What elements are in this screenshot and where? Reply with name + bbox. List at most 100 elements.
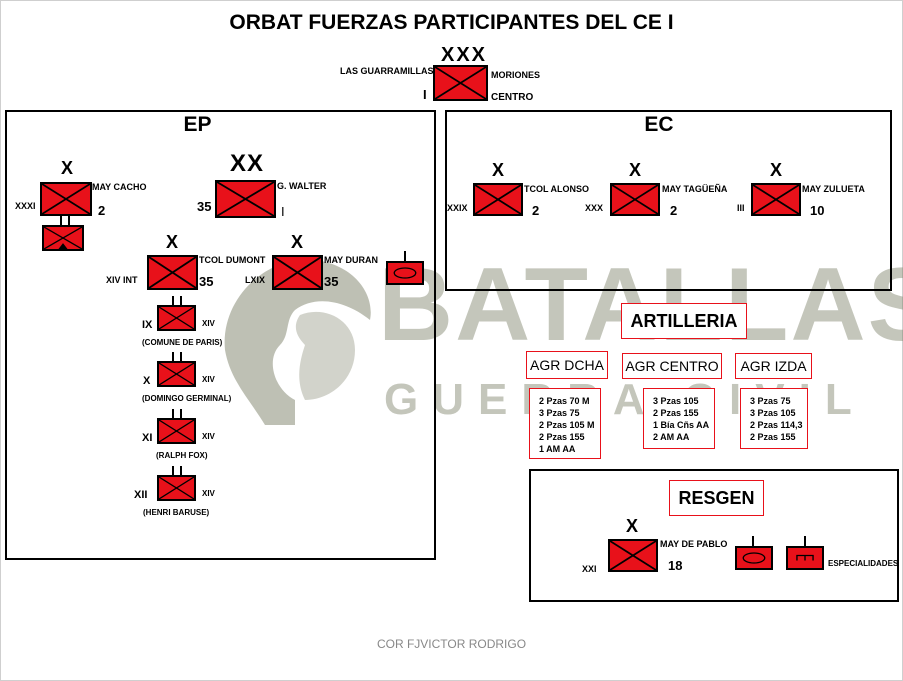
resgen-unit-symbol bbox=[608, 539, 658, 572]
bn-ix-unit-symbol bbox=[157, 305, 196, 331]
ec-unit-1-designation: XXIX bbox=[447, 203, 468, 213]
armor-unit-symbol bbox=[386, 261, 424, 285]
bn-x-tick-2 bbox=[180, 352, 182, 362]
agr-dcha-heading-box: AGR DCHA bbox=[526, 351, 608, 379]
walter-echelon: XX bbox=[229, 150, 264, 177]
duran-commander: MAY DURAN bbox=[324, 255, 379, 265]
dumont-unit-symbol bbox=[147, 255, 198, 290]
bn-xi-unit-symbol bbox=[157, 418, 196, 444]
bn-xii-tick-2 bbox=[180, 466, 182, 476]
dumont-commander: TCOL DUMONT bbox=[199, 255, 266, 265]
cacho-designation: XXXI bbox=[15, 201, 36, 211]
dumont-number: 35 bbox=[199, 274, 214, 289]
duran-echelon: X bbox=[290, 232, 303, 252]
resgen-unit-echelon: X bbox=[625, 516, 638, 536]
bn-xi-tick-1 bbox=[172, 409, 174, 419]
bn-ix-tick-2 bbox=[180, 296, 182, 306]
resgen-engineer-tick bbox=[804, 536, 806, 546]
agr-dcha-list: 2 Pzas 70 M 3 Pzas 75 2 Pzas 105 M 2 Pza… bbox=[530, 389, 600, 455]
resgen-box bbox=[529, 469, 899, 602]
agr-centro-list-box: 3 Pzas 105 2 Pzas 155 1 Bía Cñs AA 2 AM … bbox=[643, 388, 715, 449]
walter-commander: G. WALTER bbox=[277, 181, 327, 191]
ec-unit-3-designation: III bbox=[737, 203, 745, 213]
top-hq-left-label: LAS GUARRAMILLAS bbox=[340, 66, 434, 76]
cacho-echelon: X bbox=[60, 158, 73, 178]
ec-heading: EC bbox=[644, 113, 674, 136]
agr-izda-item: 3 Pzas 75 bbox=[750, 396, 791, 406]
walter-designation: I bbox=[281, 204, 285, 219]
duran-number: 35 bbox=[324, 274, 339, 289]
agr-izda-list-box: 3 Pzas 75 3 Pzas 105 2 Pzas 114,3 2 Pzas… bbox=[740, 388, 808, 449]
walter-unit-symbol bbox=[215, 180, 276, 218]
bn-x-name: (DOMINGO GERMINAL) bbox=[142, 394, 232, 403]
bn-xi-tick-2 bbox=[180, 409, 182, 419]
resgen-unit-designation: XXI bbox=[582, 564, 597, 574]
agr-dcha-item: 2 Pzas 155 bbox=[539, 432, 585, 442]
bn-ix-designation: IX bbox=[142, 319, 153, 331]
bn-xii-designation: XII bbox=[134, 489, 148, 501]
bn-x-parent: XIV bbox=[202, 375, 215, 384]
ec-unit-2-symbol bbox=[610, 183, 660, 216]
agr-dcha-item: 1 AM AA bbox=[539, 444, 576, 454]
agr-centro-heading: AGR CENTRO bbox=[625, 358, 719, 374]
agr-izda-heading-box: AGR IZDA bbox=[735, 353, 812, 379]
agr-dcha-list-box: 2 Pzas 70 M 3 Pzas 75 2 Pzas 105 M 2 Pza… bbox=[529, 388, 601, 459]
bn-ix-name: (COMUNE DE PARIS) bbox=[142, 338, 223, 347]
bn-xii-tick-1 bbox=[172, 466, 174, 476]
bn-ix-tick-1 bbox=[172, 296, 174, 306]
duran-unit-symbol bbox=[272, 255, 323, 290]
resgen-armor-symbol bbox=[735, 546, 773, 570]
top-hq-unit-symbol bbox=[433, 65, 488, 101]
agr-centro-item: 2 Pzas 155 bbox=[653, 408, 699, 418]
agr-centro-item: 2 AM AA bbox=[653, 432, 690, 442]
resgen-unit-commander: MAY DE PABLO bbox=[660, 539, 728, 549]
armor-tick bbox=[404, 251, 406, 261]
agr-centro-heading-box: AGR CENTRO bbox=[622, 353, 722, 379]
dumont-designation: XIV INT bbox=[106, 275, 138, 285]
resgen-heading-box: RESGEN bbox=[669, 480, 764, 516]
ec-box bbox=[445, 110, 892, 291]
bn-xi-parent: XIV bbox=[202, 432, 215, 441]
ec-unit-1-commander: TCOL ALONSO bbox=[524, 184, 589, 194]
agr-dcha-item: 3 Pzas 75 bbox=[539, 408, 580, 418]
bn-ix-parent: XIV bbox=[202, 319, 215, 328]
agr-izda-item: 3 Pzas 105 bbox=[750, 408, 796, 418]
resgen-heading: RESGEN bbox=[678, 488, 755, 508]
agr-dcha-heading: AGR DCHA bbox=[530, 357, 604, 373]
bn-xii-unit-symbol bbox=[157, 475, 196, 501]
agr-dcha-item: 2 Pzas 70 M bbox=[539, 396, 590, 406]
artilleria-heading: ARTILLERIA bbox=[630, 311, 738, 331]
dumont-echelon: X bbox=[165, 232, 178, 252]
ec-unit-1-symbol bbox=[473, 183, 523, 216]
agr-centro-item: 1 Bía Cñs AA bbox=[653, 420, 710, 430]
bn-x-unit-symbol bbox=[157, 361, 196, 387]
ec-unit-3-symbol bbox=[751, 183, 801, 216]
ec-unit-3-commander: MAY ZULUETA bbox=[802, 184, 865, 194]
resgen-unit-number: 18 bbox=[668, 558, 683, 573]
ec-unit-2-echelon: X bbox=[628, 160, 641, 180]
ec-unit-2-commander: MAY TAGÜEÑA bbox=[662, 184, 728, 194]
bn-xii-name: (HENRI BARUSE) bbox=[143, 508, 210, 517]
ec-unit-1-number: 2 bbox=[532, 203, 540, 218]
top-hq-right-label-2: CENTRO bbox=[491, 92, 534, 103]
artilleria-heading-box: ARTILLERIA bbox=[621, 303, 747, 339]
ec-unit-2-number: 2 bbox=[670, 203, 678, 218]
top-hq-designation: I bbox=[423, 87, 427, 102]
ec-unit-2-designation: XXX bbox=[585, 203, 604, 213]
ec-unit-3-echelon: X bbox=[769, 160, 782, 180]
bn-xi-name: (RALPH FOX) bbox=[156, 451, 208, 460]
watermark-logo bbox=[205, 240, 385, 430]
walter-number: 35 bbox=[197, 199, 212, 214]
bn-x-tick-1 bbox=[172, 352, 174, 362]
resgen-engineer-symbol bbox=[786, 546, 824, 570]
resgen-armor-tick bbox=[752, 536, 754, 546]
top-hq-echelon: XXX bbox=[440, 44, 488, 66]
ep-heading: EP bbox=[183, 113, 212, 136]
cacho-number: 2 bbox=[98, 203, 106, 218]
ec-unit-3-number: 10 bbox=[810, 203, 825, 218]
especialidades-label: ESPECIALIDADES bbox=[828, 559, 899, 568]
agr-izda-list: 3 Pzas 75 3 Pzas 105 2 Pzas 114,3 2 Pzas… bbox=[741, 389, 807, 443]
cacho-tick-2 bbox=[68, 216, 70, 226]
agr-izda-heading: AGR IZDA bbox=[740, 358, 807, 374]
duran-designation: LXIX bbox=[245, 275, 266, 285]
